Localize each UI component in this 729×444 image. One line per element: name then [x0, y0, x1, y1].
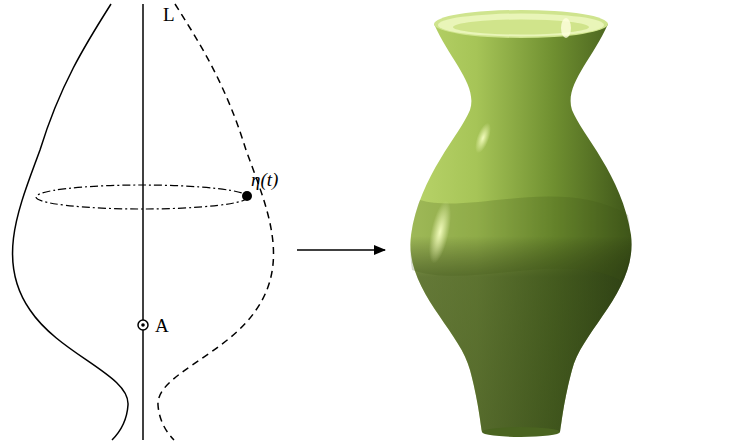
axis-point: [138, 320, 148, 330]
curve-point: [242, 191, 252, 201]
axis-point-dot: [141, 323, 145, 327]
arrow: [297, 249, 385, 251]
point-label: η(t): [251, 170, 278, 189]
profile-curve: [12, 4, 128, 440]
point-label: A: [155, 316, 169, 335]
axis-label: L: [163, 5, 175, 24]
generating-curve: [158, 4, 274, 440]
rotation-circle: [36, 185, 248, 209]
vase: [410, 10, 631, 437]
axis-line: [142, 4, 144, 440]
